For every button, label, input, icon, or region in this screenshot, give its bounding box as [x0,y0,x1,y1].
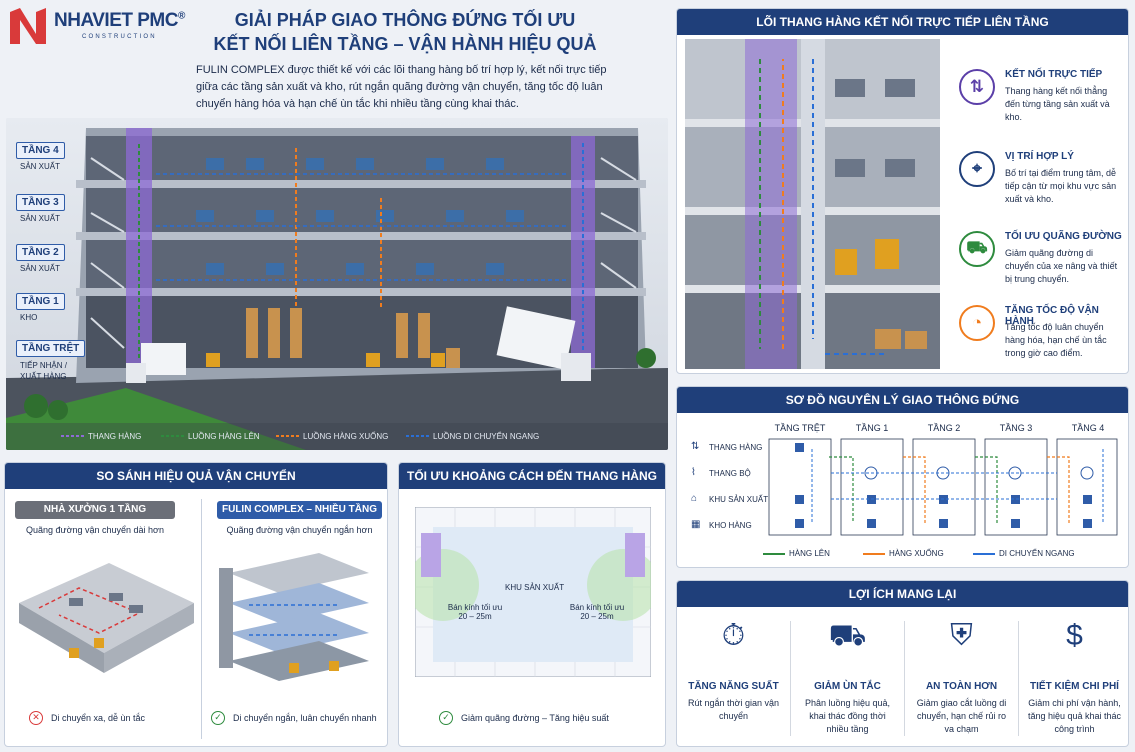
compare-panel: SO SÁNH HIỆU QUẢ VẬN CHUYỂN NHÀ XƯỞNG 1 … [4,462,388,747]
benefits-panel-title: LỢI ÍCH MANG LẠI [677,581,1128,607]
distance-panel-title: TỐI ƯU KHOẢNG CÁCH ĐẾN THANG HÀNG [399,463,665,489]
benefit-desc: Rút ngắn thời gian vận chuyển [688,698,779,721]
row-label-warehouse: KHO HÀNG [709,521,752,530]
divider [790,621,791,736]
floor-use-1: KHO [20,313,38,322]
core-illustration [685,39,940,369]
intro-text: FULIN COMPLEX được thiết kế với các lõi … [196,64,607,110]
legend-down-flow: LUỒNG HÀNG XUỐNG [303,432,389,441]
multi-floor-note: Di chuyển ngắn, luân chuyển nhanh [233,713,377,723]
benefit-desc: Giảm chi phí vận hành, tăng hiệu quả kha… [1027,698,1122,734]
brand-sub: CONSTRUCTION [82,34,157,40]
legend-horizontal: DI CHUYỂN NGANG [999,549,1075,558]
legend-horizontal-line [973,553,995,555]
brand-logo-icon [6,4,50,48]
benefit-item-2: ⛟ GIẢM ÙN TẮC Phân luồng hiệu quả, khai … [791,617,904,742]
floor-use-2: SẢN XUẤT [20,264,61,273]
elevator-icon: ⇅ [691,441,700,452]
compare-panel-title: SO SÁNH HIỆU QUẢ VẬN CHUYỂN [5,463,387,489]
benefit-title: GIẢM ÙN TẮC [814,681,881,692]
shield-check-icon: ⛨ [950,619,973,652]
legend-down: HÀNG XUỐNG [889,549,944,558]
speedometer-icon: ◔ [959,305,995,341]
floor-tag-1: TẦNG 1 [16,293,65,310]
forklift-icon: ⛟ [828,619,867,652]
floor-tag-2: TẦNG 2 [16,244,65,261]
benefit-desc: Giảm giao cắt luồng di chuyển, hạn chế r… [916,698,1007,734]
multi-floor-illustration [209,543,385,693]
row-label-stairs: THANG BỘ [709,469,751,478]
feature-desc: Tăng tốc độ luân chuyển hàng hóa, hạn ch… [1005,322,1107,358]
divider [201,499,202,739]
legend-up-line [763,553,785,555]
feature-title: TĂNG TỐC ĐỘ VẬN HÀNH [1005,305,1099,327]
floor-use-ground: TIẾP NHẬN / XUẤT HÀNG [20,361,67,381]
diagram-panel: SƠ ĐỒ NGUYÊN LÝ GIAO THÔNG ĐỨNG ⇅ THANG … [676,386,1129,568]
flow-diagram [767,437,1119,537]
feature-desc: Thang hàng kết nối thẳng đến từng tầng s… [1005,86,1110,122]
col-label-1: TẦNG 1 [855,423,889,433]
legend-up-flow: LUỒNG HÀNG LÊN [188,432,260,441]
benefit-desc: Phân luồng hiệu quả, khai thác đồng thời… [804,698,891,734]
distance-panel: TỐI ƯU KHOẢNG CÁCH ĐẾN THANG HÀNG KHU SẢ… [398,462,666,747]
core-panel-title: LÕI THANG HÀNG KẾT NỐI TRỰC TIẾP LIÊN TẦ… [677,9,1128,35]
building-illustration: TẦNG 4 SẢN XUẤT TẦNG 3 SẢN XUẤT TẦNG 2 S… [6,118,668,450]
floor-tag-4: TẦNG 4 [16,142,65,159]
divider [904,621,905,736]
legend-elevator: THANG HÀNG [88,432,142,441]
col-label-3: TẦNG 3 [999,423,1033,433]
feature-title: KẾT NỐI TRỰC TIẾP [1005,69,1103,80]
money-bag-icon: $ [1066,619,1083,652]
legend-down-line [863,553,885,555]
elevator-icon: ⇅ [959,69,995,105]
benefit-title: TIẾT KIỆM CHI PHÍ [1030,681,1119,692]
row-label-production: KHU SẢN XUẤT [709,495,769,504]
feature-title: VỊ TRÍ HỢP LÝ [1005,151,1074,162]
core-panel: LÕI THANG HÀNG KẾT NỐI TRỰC TIẾP LIÊN TẦ… [676,8,1129,374]
divider [1018,621,1019,736]
distance-note: Giảm quãng đường – Tăng hiệu suất [461,713,609,723]
brand-name: NHAVIET PMC® [54,10,185,31]
single-floor-label: NHÀ XƯỞNG 1 TẦNG [15,501,175,519]
legend-horizontal-flow: LUỒNG DI CHUYỂN NGANG [433,432,540,441]
stairs-icon: ⌇ [691,467,696,478]
col-label-4: TẦNG 4 [1071,423,1105,433]
stopwatch-icon: ⏱ [721,619,746,652]
benefit-item-3: ⛨ AN TOÀN HƠN Giảm giao cắt luồng di chu… [905,617,1018,742]
multi-floor-label: FULIN COMPLEX – NHIỀU TẦNG [217,501,382,519]
check-icon: ✓ [439,711,453,725]
production-zone-label: KHU SẢN XUẤT [505,583,565,592]
floor-tag-ground: TẦNG TRỆT [16,340,86,357]
benefit-item-1: ⏱ TĂNG NĂNG SUẤT Rút ngắn thời gian vận … [677,617,790,742]
diagram-panel-title: SƠ ĐỒ NGUYÊN LÝ GIAO THÔNG ĐỨNG [677,387,1128,413]
benefit-item-4: $ TIẾT KIỆM CHI PHÍ Giảm chi phí vận hàn… [1019,617,1128,742]
page-title: GIẢI PHÁP GIAO THÔNG ĐỨNG TỐI ƯU KẾT NỐI… [213,10,597,54]
location-pin-icon: ⌖ [959,151,995,187]
legend-up: HÀNG LÊN [789,549,830,558]
check-icon: ✓ [211,711,225,725]
feature-desc: Giảm quãng đường di chuyển của xe nâng v… [1005,248,1118,284]
benefit-title: AN TOÀN HƠN [925,681,998,692]
cross-icon: ✕ [29,711,43,725]
floor-use-3: SẢN XUẤT [20,214,61,223]
single-floor-sub: Quãng đường vận chuyển dài hơn [26,525,164,535]
multi-floor-sub: Quãng đường vận chuyển ngắn hơn [226,525,373,535]
benefits-panel: LỢI ÍCH MANG LẠI ⏱ TĂNG NĂNG SUẤT Rút ng… [676,580,1129,747]
floor-tag-3: TẦNG 3 [16,194,65,211]
col-label-ground: TẦNG TRỆT [774,423,826,433]
single-floor-note: Di chuyển xa, dễ ùn tắc [51,713,146,723]
row-label-elevator: THANG HÀNG [709,443,763,452]
benefit-title: TĂNG NĂNG SUẤT [688,681,779,692]
distance-floorplan [407,506,659,678]
factory-icon: ⌂ [691,493,698,504]
col-label-2: TẦNG 2 [927,423,961,433]
warehouse-icon: ▦ [691,519,701,530]
floor-use-4: SẢN XUẤT [20,162,61,171]
feature-title: TỐI ƯU QUÃNG ĐƯỜNG [1005,231,1122,242]
forklift-icon: ⛟ [959,231,995,267]
feature-desc: Bố trí tại điểm trung tâm, dễ tiếp cận t… [1005,168,1117,204]
single-floor-illustration [9,543,197,693]
